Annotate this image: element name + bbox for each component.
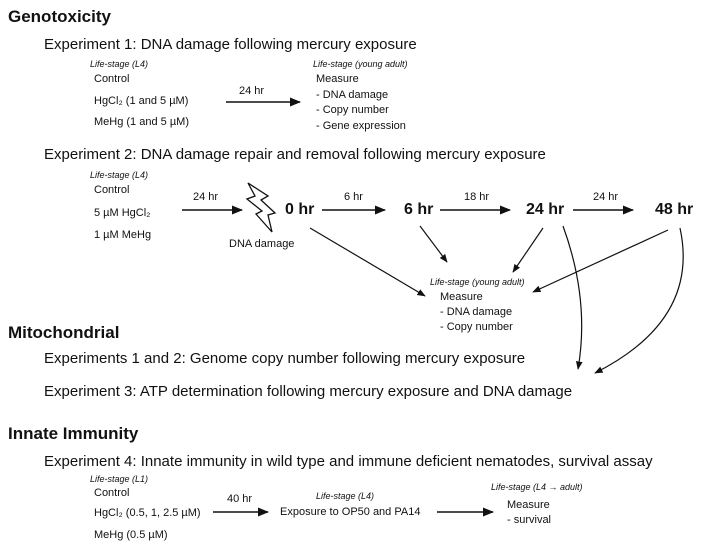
arrow-0hr-measure — [309, 227, 426, 297]
interval-label: 18 hr — [464, 191, 490, 203]
section-mitochondrial: Mitochondrial — [8, 323, 120, 342]
exp4-measure: Measure — [507, 499, 550, 511]
exp2-stage-measure: Life-stage (young adult) — [430, 277, 525, 287]
mito-line-1: Experiments 1 and 2: Genome copy number … — [44, 350, 526, 367]
mito-line-2: Experiment 3: ATP determination followin… — [44, 383, 573, 400]
lightning-icon — [245, 182, 277, 233]
exp2-item: 5 µM HgCl₂ — [94, 207, 151, 219]
arrow-24hr-measure — [512, 227, 544, 273]
exp1-stage-left: Life-stage (L4) — [90, 59, 149, 69]
timepoint-label: 6 hr — [404, 201, 434, 218]
section-innate-immunity: Innate Immunity — [8, 424, 139, 443]
timepoint-label: 48 hr — [655, 201, 694, 218]
exp2-title: Experiment 2: DNA damage repair and remo… — [44, 146, 546, 163]
arrow-48hr-exp3 — [594, 227, 684, 374]
arrow-24hr-exp3 — [562, 225, 583, 370]
exp4-time: 40 hr — [227, 493, 253, 505]
exp1-measure: - Copy number — [316, 104, 389, 116]
exp1-measure: - DNA damage — [316, 89, 389, 101]
timepoint-label: 24 hr — [526, 201, 565, 218]
exp2-measure: - DNA damage — [440, 306, 513, 318]
interval-label: 24 hr — [593, 191, 619, 203]
exp1-stage-right: Life-stage (young adult) — [313, 59, 408, 69]
exp2-measure: Measure — [440, 291, 483, 303]
arrow-48hr-measure — [532, 229, 669, 293]
exp4-stage-mid: Life-stage (L4) — [316, 491, 375, 501]
exp1-measure: Measure — [316, 73, 359, 85]
exp4-measure: - survival — [507, 514, 552, 526]
exp2-measure: - Copy number — [440, 321, 513, 333]
exp4-stage-right: Life-stage (L4 → adult) — [491, 482, 583, 492]
timepoint-label: 0 hr — [285, 201, 315, 218]
exp4-exposure: Exposure to OP50 and PA14 — [280, 506, 421, 518]
exp4-stage-left: Life-stage (L1) — [90, 474, 149, 484]
exp4-item: HgCl₂ (0.5, 1, 2.5 µM) — [94, 507, 201, 519]
exp4-item: MeHg (0.5 µM) — [94, 529, 168, 541]
section-genotoxicity: Genotoxicity — [8, 7, 111, 26]
exp1-item: Control — [94, 73, 130, 85]
exp1-title: Experiment 1: DNA damage following mercu… — [44, 36, 417, 53]
exp1-time: 24 hr — [239, 85, 265, 97]
exp2-item: 1 µM MeHg — [94, 229, 152, 241]
exp1-item: MeHg (1 and 5 µM) — [94, 116, 189, 128]
exp2-damage-label: DNA damage — [229, 238, 295, 250]
exp4-item: Control — [94, 487, 130, 499]
exp1-measure: - Gene expression — [316, 120, 406, 132]
exp1-item: HgCl₂ (1 and 5 µM) — [94, 95, 189, 107]
arrow-6hr-measure — [419, 225, 448, 263]
interval-label: 6 hr — [344, 191, 363, 203]
exp2-item: Control — [94, 184, 130, 196]
exp2-time-first: 24 hr — [193, 191, 219, 203]
exp4-title: Experiment 4: Innate immunity in wild ty… — [44, 453, 653, 470]
exp2-stage-left: Life-stage (L4) — [90, 170, 149, 180]
